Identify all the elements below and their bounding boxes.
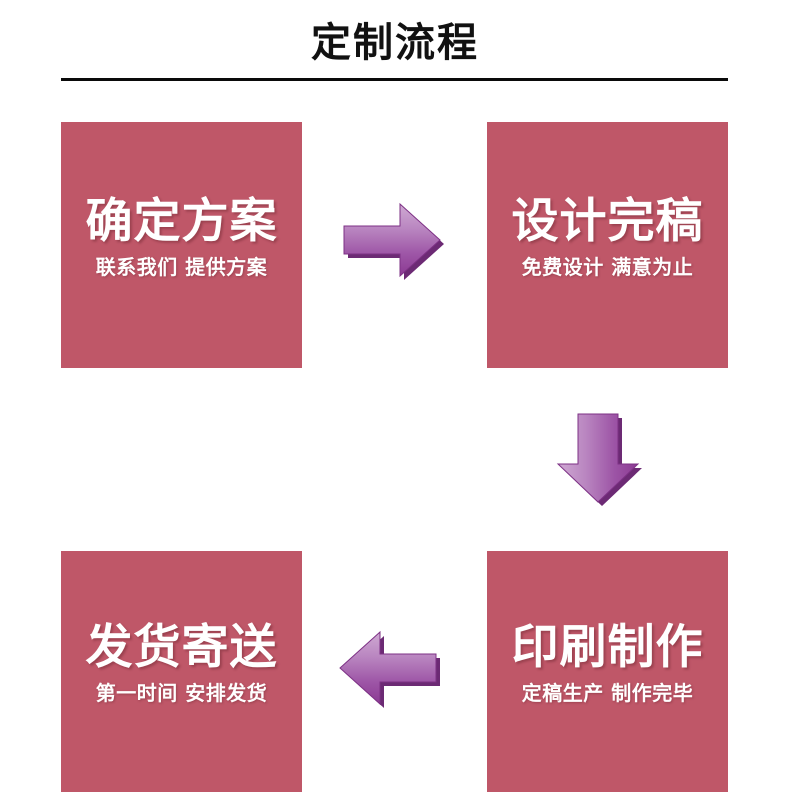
flow-step-subtitle-1: 联系我们 提供方案 (95, 254, 268, 279)
flow-step-subtitle-3: 定稿生产 制作完毕 (521, 681, 694, 705)
flow-step-text-1: 确定方案 联系我们 提供方案 (85, 193, 278, 280)
title-divider (61, 78, 728, 81)
arrow-right-icon (338, 198, 450, 282)
flow-step-text-2: 设计完稿 免费设计 满意为止 (511, 193, 704, 280)
flow-step-box-4[interactable]: 发货寄送 第一时间 安排发货 (61, 551, 302, 792)
flow-step-title-1: 确定方案 (85, 193, 278, 249)
flow-step-subtitle-2: 免费设计 满意为止 (521, 254, 694, 279)
flow-step-text-4: 发货寄送 第一时间 安排发货 (86, 621, 278, 706)
flow-step-box-1[interactable]: 确定方案 联系我们 提供方案 (61, 122, 302, 368)
flow-step-title-2: 设计完稿 (511, 193, 704, 249)
flow-step-box-2[interactable]: 设计完稿 免费设计 满意为止 (487, 122, 728, 368)
arrow-down-icon (552, 406, 648, 510)
arrow-left-icon (338, 626, 450, 710)
page-title: 定制流程 (311, 20, 479, 66)
flow-step-title-3: 印刷制作 (511, 620, 704, 675)
flow-step-subtitle-4: 第一时间 安排发货 (95, 681, 268, 705)
flow-step-title-4: 发货寄送 (85, 620, 278, 675)
flow-step-box-3[interactable]: 印刷制作 定稿生产 制作完毕 (487, 551, 728, 792)
flow-step-text-3: 印刷制作 定稿生产 制作完毕 (512, 621, 704, 706)
